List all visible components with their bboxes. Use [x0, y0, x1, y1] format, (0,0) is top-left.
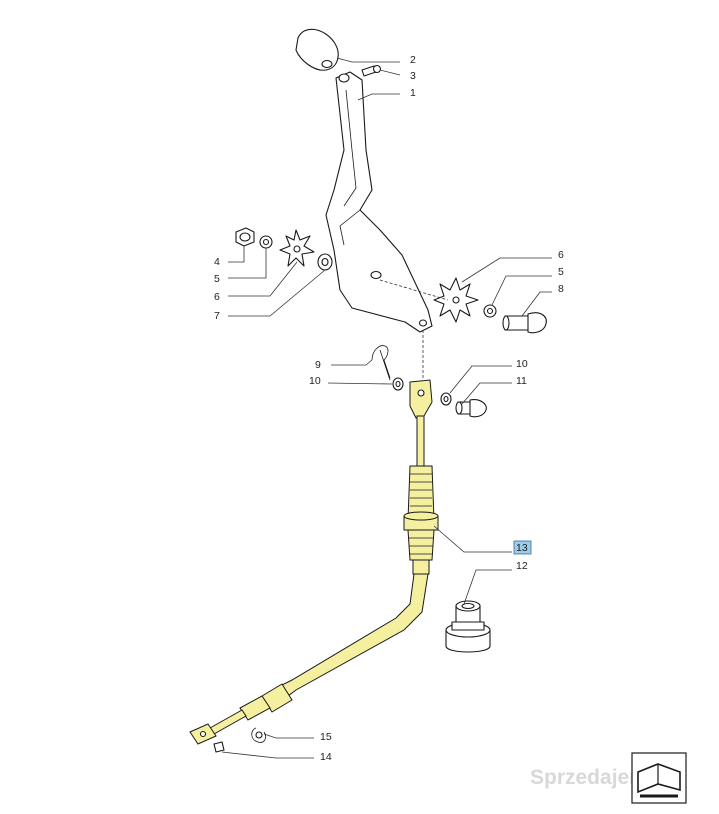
callout-2: 2	[410, 54, 416, 66]
pin	[361, 64, 382, 77]
callout-9: 9	[315, 359, 321, 371]
callout-1: 1	[410, 87, 416, 99]
pedal-lever	[325, 71, 433, 333]
callout-10-right: 10	[516, 358, 528, 370]
callout-14: 14	[320, 751, 332, 763]
washer-10-right	[440, 392, 452, 406]
callout-4: 4	[214, 256, 220, 268]
flat-washer-left	[317, 253, 333, 271]
nut-left	[235, 227, 255, 247]
callout-5-left: 5	[214, 273, 220, 285]
clevis-pin	[455, 399, 487, 418]
callout-8: 8	[558, 283, 564, 295]
grommet	[445, 600, 491, 653]
catalog-book-icon	[631, 752, 687, 804]
callout-6-left: 6	[214, 291, 220, 303]
callout-13: 13	[516, 542, 528, 554]
callout-7: 7	[214, 310, 220, 322]
bolt-right	[502, 312, 547, 334]
star-washer-left	[279, 229, 315, 267]
leader-lines	[221, 57, 552, 759]
assembly-line-pivot	[379, 279, 449, 301]
square-nut	[213, 741, 225, 753]
knob	[295, 28, 339, 71]
spring-clip	[371, 345, 391, 381]
washer-right	[483, 304, 497, 318]
callout-6-right: 6	[558, 249, 564, 261]
callout-13-highlight	[513, 540, 532, 555]
callout-12: 12	[516, 560, 528, 572]
callout-labels: 2 3 1 4 5 6 7 6 5 8 9 10 10 11 13 12 15 …	[214, 54, 564, 763]
washer-10-left	[392, 377, 404, 391]
callout-15: 15	[320, 731, 332, 743]
control-cable	[189, 379, 439, 745]
callout-11: 11	[516, 375, 527, 387]
callout-3: 3	[410, 70, 416, 82]
washer-left	[259, 235, 273, 249]
star-washer-right	[433, 277, 479, 323]
callout-5-right: 5	[558, 266, 564, 278]
callout-10-left: 10	[309, 375, 321, 387]
retaining-clip	[251, 727, 266, 743]
